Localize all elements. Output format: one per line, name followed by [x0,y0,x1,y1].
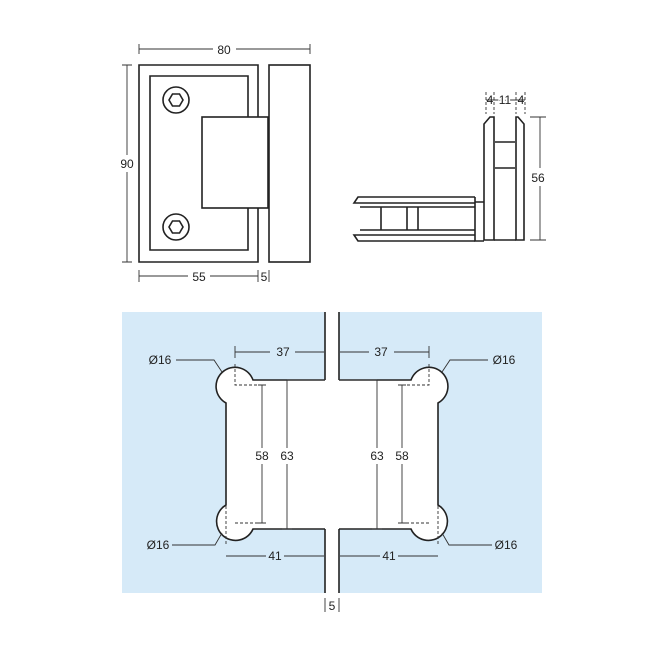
screw-icon [162,86,190,114]
dim-bottom-offset-left: 41 [268,549,282,563]
dim-hole-bottom-left: Ø16 [147,538,170,552]
screw-icon [162,213,190,241]
dim-bottom-offset-right: 41 [382,549,396,563]
dim-hole-top-right: Ø16 [493,353,516,367]
dim-height: 90 [120,157,134,171]
dim-hole-spacing-right: 58 [395,449,409,463]
dim-wall-right: 4 [518,93,525,107]
side-view: 4 11 4 56 [352,92,546,242]
dim-wall-left: 4 [487,93,494,107]
dim-hole-spacing-left: 58 [255,449,269,463]
dim-gap: 5 [261,270,268,284]
dim-body-width: 55 [192,270,206,284]
dim-top-offset-right: 37 [374,345,388,359]
dim-width: 80 [217,43,231,57]
dim-side-height: 56 [531,171,545,185]
right-dims: 37 Ø16 Ø16 58 63 41 [340,345,518,563]
dim-top-offset-left: 37 [276,345,290,359]
glass-cutout-view: 37 Ø16 Ø16 58 63 41 37 Ø16 Ø16 58 63 41 [122,312,542,613]
dim-slot: 11 [499,93,512,107]
dim-hole-top-left: Ø16 [149,353,172,367]
left-dims: 37 Ø16 Ø16 58 63 41 [147,345,324,563]
dim-cutout-height-right: 63 [370,449,384,463]
front-view: 80 90 55 5 [120,43,311,284]
dim-hole-bottom-right: Ø16 [495,538,518,552]
dim-cutout-height-left: 63 [280,449,294,463]
dim-glass-gap: 5 [329,599,336,613]
